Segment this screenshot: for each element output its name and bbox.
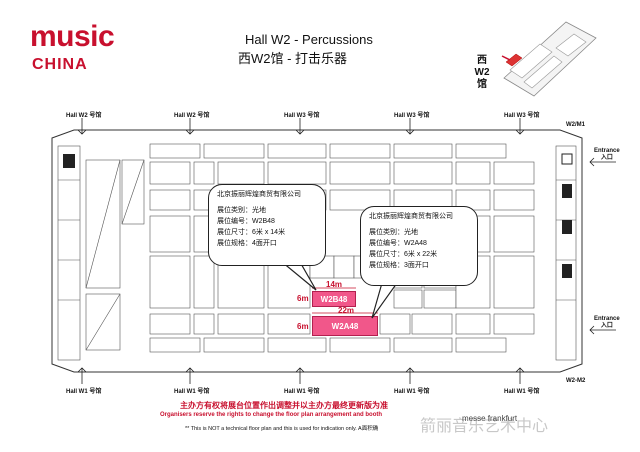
gate-bottom-3: Hall W1 号馆: [284, 389, 320, 395]
gate-top-1: Hall W2 号馆: [66, 113, 102, 119]
callout-type: 展位类别：光地: [217, 207, 266, 214]
entrance-bottom-en: Entrance: [594, 316, 620, 322]
hall-title-en: Hall W2 - Percussions: [245, 32, 373, 47]
booth-a48-width: 22m: [338, 306, 355, 315]
watermark: 箭丽音乐艺术中心: [420, 418, 549, 435]
gate-top-3: Hall W3 号馆: [284, 113, 320, 119]
callout-type: 展位类别：光地: [369, 229, 418, 236]
info-icon: [562, 184, 572, 198]
callout-number: 展位编号：W2A48: [369, 240, 427, 247]
hall-title-cn: 西W2馆 - 打击乐器: [238, 51, 348, 66]
restroom-icon-right: [562, 264, 572, 278]
gate-bottom-4: Hall W1 号馆: [394, 389, 430, 395]
booth-w2a48[interactable]: W2A48: [312, 316, 378, 336]
callout-company: 北京振丽辉煌商贸有限公司: [217, 191, 301, 198]
callout-company: 北京振丽辉煌商贸有限公司: [369, 213, 453, 220]
messe-frankfurt-logo: messe frankfurt: [462, 414, 518, 423]
gate-right-bottom: W2-M2: [566, 378, 586, 384]
music-logo: music: [30, 20, 115, 53]
gate-bottom-2: Hall W1 号馆: [174, 389, 210, 395]
entrance-top-en: Entrance: [594, 148, 620, 154]
booth-b48-width: 14m: [326, 280, 343, 289]
booth-a48-depth: 6m: [297, 322, 309, 331]
entrance-top: Entrance 入口: [594, 148, 620, 162]
gate-top-4: Hall W3 号馆: [394, 113, 430, 119]
gate-right-top: W2/M1: [566, 122, 586, 128]
callout-number: 展位编号：W2B48: [217, 218, 275, 225]
exit-icon: [562, 220, 572, 234]
disclaimer-cn: 主办方有权将展台位置作出调整并以主办方最终更新版为准: [180, 401, 388, 410]
booth-b48-depth: 6m: [297, 294, 309, 303]
gate-top-5: Hall W3 号馆: [504, 113, 540, 119]
callout-w2a48: 北京振丽辉煌商贸有限公司 展位类别：光地 展位编号：W2A48 展位尺寸：6米 …: [360, 206, 478, 286]
callout-w2b48: 北京振丽辉煌商贸有限公司 展位类别：光地 展位编号：W2B48 展位尺寸：6米 …: [208, 184, 326, 266]
callout-spec: 展位规格：4面开口: [217, 240, 277, 247]
restroom-icon: [63, 154, 75, 168]
callout-size: 展位尺寸：6米 x 22米: [369, 251, 438, 258]
entrance-bottom-cn: 入口: [600, 323, 613, 329]
mini-map-label: 西W2馆: [474, 55, 490, 90]
entrance-top-cn: 入口: [600, 155, 613, 161]
gate-top-2: Hall W2 号馆: [174, 113, 210, 119]
entrance-bottom: Entrance 入口: [594, 316, 620, 330]
disclaimer-en: Organisers reserve the rights to change …: [160, 412, 383, 418]
booth-w2b48[interactable]: W2B48: [312, 291, 356, 307]
callout-size: 展位尺寸：6米 x 14米: [217, 229, 286, 236]
gate-bottom-5: Hall W1 号馆: [504, 389, 540, 395]
china-logo: CHINA: [32, 56, 88, 73]
mini-map-highlight: [505, 53, 523, 67]
mini-location-map: [501, 21, 597, 97]
gate-bottom-1: Hall W1 号馆: [66, 389, 102, 395]
callout-spec: 展位规格：3面开口: [369, 262, 429, 269]
disclaimer-note: ** This is NOT a technical floor plan an…: [185, 426, 379, 432]
